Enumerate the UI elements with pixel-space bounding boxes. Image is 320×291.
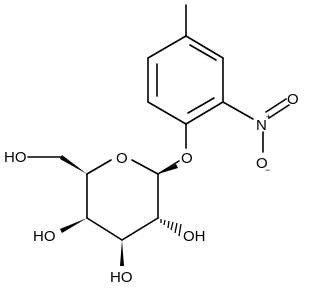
- bond-ar-6: [147, 35, 187, 59]
- bond-c1-o-wedge: [158, 164, 178, 174]
- bond-ar-double-1: [189, 44, 217, 61]
- nitrogen-charge: +: [266, 112, 271, 122]
- pyranose-ring: O: [86, 150, 159, 241]
- bond-c2-c3: [121, 217, 159, 241]
- bond-c5-c6-wedge: [60, 155, 87, 174]
- bond-n-o-double-b: [268, 104, 290, 119]
- bond-ar-double-2: [187, 97, 215, 114]
- bond-n-o-double-a: [265, 98, 287, 113]
- aromatic-ring: [147, 35, 224, 125]
- oh-c4-label: HO: [33, 228, 56, 245]
- nitro-group: N + O O −: [222, 91, 299, 175]
- bond-o5-c5: [86, 159, 112, 175]
- nitro-oxygen-minus-label: O: [256, 155, 268, 172]
- molecule-structure: N + O O − O O HO HO HO OH: [4, 4, 299, 286]
- bond-c2-oh-hashed: [160, 219, 182, 237]
- oh-c3-label: HO: [110, 269, 133, 286]
- bond-c4-oh-wedge: [60, 218, 87, 233]
- bond-ar-n: [222, 101, 254, 120]
- bond-c3-c4: [86, 217, 123, 241]
- bond-ar-3: [185, 101, 224, 125]
- bond-ar-1: [185, 35, 224, 59]
- bond-ar-4: [147, 101, 187, 125]
- oh-c2-label: OH: [183, 228, 206, 245]
- bond-c1-o5: [131, 159, 159, 175]
- nitrogen-label: N: [256, 117, 267, 134]
- bond-c3-oh-wedge: [120, 240, 124, 266]
- ring-oxygen-label: O: [116, 150, 128, 167]
- nitro-oxygen-double-label: O: [287, 91, 299, 108]
- hydroxymethyl-oh-label: HO: [4, 149, 27, 166]
- oxygen-charge: −: [265, 165, 270, 175]
- glycosidic-oxygen-label: O: [181, 150, 193, 167]
- bond-glyco-o-c1: [157, 160, 180, 175]
